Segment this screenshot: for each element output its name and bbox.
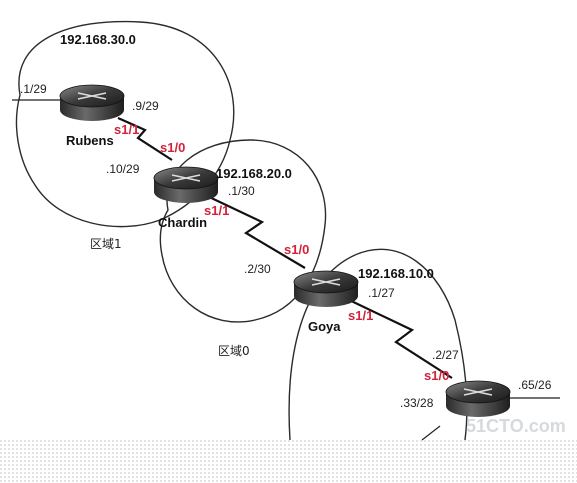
- network-label-20: 192.168.20.0: [216, 166, 292, 181]
- addr-goya-s11: .1/27: [368, 286, 395, 300]
- if-chardin-s10: s1/0: [160, 140, 185, 155]
- area1-boundary: [15, 20, 235, 228]
- addr-r4-s10: .2/27: [432, 348, 459, 362]
- area-label-1: 区域1: [90, 237, 122, 251]
- if-goya-s11: s1/1: [348, 308, 373, 323]
- serial-link-rubens-chardin: [117, 116, 173, 161]
- addr-chardin-s10: .10/29: [106, 162, 140, 176]
- addr-r4-lan2: .33/28: [400, 396, 434, 410]
- area0-boundary: [159, 139, 327, 323]
- router-r4[interactable]: [445, 380, 511, 417]
- serial-link-goya-r4: [344, 297, 453, 379]
- addr-goya-s10: .2/30: [244, 262, 271, 276]
- if-goya-s10: s1/0: [284, 242, 309, 257]
- router-chardin[interactable]: [153, 166, 219, 203]
- serial-link-chardin-goya: [204, 194, 306, 269]
- watermark-logo: 51CTO.com: [466, 416, 566, 436]
- addr-r4-lan1: .65/26: [518, 378, 552, 392]
- network-label-10: 192.168.10.0: [358, 266, 434, 281]
- area-goya-boundary: [288, 248, 468, 441]
- router-name-rubens: Rubens: [66, 133, 114, 148]
- router-name-goya: Goya: [308, 319, 341, 334]
- network-label-30: 192.168.30.0: [60, 32, 136, 47]
- router-rubens[interactable]: [59, 84, 125, 121]
- scan-noise-band: [0, 440, 577, 483]
- addr-chardin-s11: .1/30: [228, 184, 255, 198]
- r4-lan2-link: [421, 425, 441, 441]
- router-name-chardin: Chardin: [158, 215, 207, 230]
- router-goya[interactable]: [293, 270, 359, 307]
- if-rubens-s11: s1/1: [114, 122, 139, 137]
- if-r4-s10: s1/0: [424, 368, 449, 383]
- if-chardin-s11: s1/1: [204, 203, 229, 218]
- area-label-0: 区域0: [218, 344, 250, 358]
- addr-rubens-s11: .9/29: [132, 99, 159, 113]
- addr-rubens-lan: .1/29: [20, 82, 47, 96]
